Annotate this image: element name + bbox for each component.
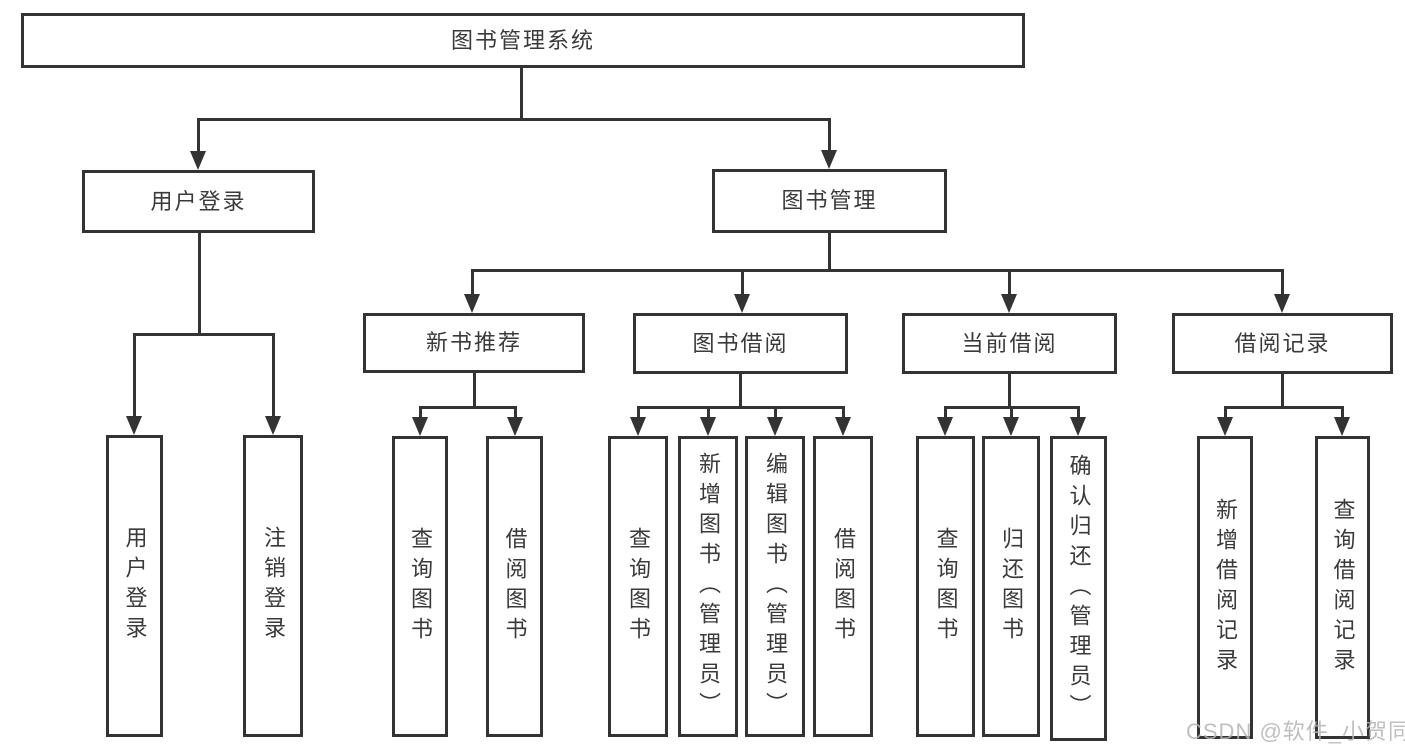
node-label: 确认归还（管理员） <box>1066 453 1092 724</box>
node-label: 当前借阅 <box>961 330 1058 356</box>
connector-arrow-line <box>271 333 275 418</box>
node-label: 新增图书（管理员） <box>696 451 721 722</box>
arrowhead-down-icon <box>1217 417 1233 436</box>
node-label: 新书推荐 <box>425 330 522 355</box>
arrowhead-down-icon <box>767 417 783 436</box>
connector-arrow-line <box>132 333 136 418</box>
connector-arrow-line <box>943 406 947 419</box>
arrowhead-down-icon <box>835 417 851 436</box>
node-label: 用户登录 <box>122 526 148 646</box>
connector-arrow-line <box>706 406 710 419</box>
node-leaf-borrow-books-rec: 借阅图书 <box>486 436 543 737</box>
connector-arrow-line <box>1007 269 1011 296</box>
connector-arrow-line <box>773 406 777 419</box>
connector-stem <box>519 68 523 121</box>
connector-arrow-line <box>513 406 517 419</box>
node-label: 图书管理 <box>781 188 878 213</box>
node-leaf-query-books-rec: 查询图书 <box>392 436 448 737</box>
node-label: 图书借阅 <box>692 330 789 356</box>
connector-arrow-line <box>841 406 845 419</box>
node-label: 归还图书 <box>999 526 1024 647</box>
arrowhead-down-icon <box>1070 417 1086 436</box>
arrowhead-down-icon <box>734 294 750 313</box>
node-leaf-add-books: 新增图书（管理员） <box>678 436 738 737</box>
arrowhead-down-icon <box>507 417 523 436</box>
connector-arrow-line <box>418 406 422 419</box>
connector-rail <box>418 406 517 409</box>
node-label: 查询图书 <box>408 526 433 647</box>
node-label: 借阅图书 <box>831 526 856 647</box>
arrowhead-down-icon <box>190 151 206 170</box>
node-leaf-query-books-borrow: 查询图书 <box>608 436 668 737</box>
node-label: 用户登录 <box>150 188 247 214</box>
node-leaf-query-borrow-record: 查询借阅记录 <box>1315 436 1370 739</box>
connector-arrow-line <box>1340 406 1344 419</box>
connector-arrow-line <box>1223 406 1227 419</box>
connector-arrow-line <box>827 118 831 152</box>
node-label: 查询图书 <box>933 526 959 647</box>
connector-arrow-line <box>1009 406 1013 419</box>
node-label: 查询图书 <box>626 526 651 647</box>
node-leaf-edit-books: 编辑图书（管理员） <box>745 436 805 737</box>
arrowhead-down-icon <box>265 416 281 435</box>
arrowhead-down-icon <box>630 417 646 436</box>
node-label: 新增借阅记录 <box>1213 497 1238 678</box>
node-label: 编辑图书（管理员） <box>763 451 788 722</box>
node-leaf-query-books-cur: 查询图书 <box>916 436 975 737</box>
node-leaf-return-books: 归还图书 <box>982 436 1040 737</box>
node-label: 注销登录 <box>261 526 286 646</box>
csdn-watermark: CSDN @软件_小贺同学 <box>1186 719 1405 744</box>
connector-rail <box>470 269 1284 272</box>
arrowhead-down-icon <box>1274 294 1290 313</box>
connector-stem <box>472 373 476 409</box>
connector-rail <box>636 406 845 409</box>
arrowhead-down-icon <box>1334 417 1350 436</box>
connector-arrow-line <box>636 406 640 419</box>
connector-stem <box>738 374 742 409</box>
connector-stem <box>197 233 201 336</box>
node-new-book-recommend: 新书推荐 <box>363 313 585 373</box>
connector-stem <box>1007 374 1011 409</box>
node-leaf-user-login: 用户登录 <box>106 435 163 737</box>
connector-arrow-line <box>1280 269 1284 296</box>
arrowhead-down-icon <box>464 294 480 313</box>
node-leaf-confirm-return: 确认归还（管理员） <box>1050 436 1107 741</box>
node-root: 图书管理系统 <box>21 13 1025 68</box>
arrowhead-down-icon <box>126 416 142 435</box>
connector-arrow-line <box>196 118 200 153</box>
node-label: 查询借阅记录 <box>1330 497 1356 678</box>
node-book-management: 图书管理 <box>712 169 947 233</box>
node-borrowing-records: 借阅记录 <box>1172 313 1393 374</box>
arrowhead-down-icon <box>821 150 837 169</box>
connector-arrow-line <box>1076 406 1080 419</box>
node-leaf-add-borrow-record: 新增借阅记录 <box>1197 436 1253 739</box>
node-label: 借阅记录 <box>1234 330 1331 356</box>
connector-rail <box>132 333 275 336</box>
node-leaf-borrow-books: 借阅图书 <box>813 436 873 737</box>
connector-rail <box>196 118 831 121</box>
connector-stem <box>827 233 831 272</box>
connector-arrow-line <box>470 269 474 296</box>
arrowhead-down-icon <box>1003 417 1019 436</box>
arrowhead-down-icon <box>937 417 953 436</box>
node-book-borrowing: 图书借阅 <box>633 313 848 374</box>
connector-stem <box>1280 374 1284 409</box>
node-current-borrowing: 当前借阅 <box>902 313 1117 374</box>
node-user-login: 用户登录 <box>82 170 315 233</box>
arrowhead-down-icon <box>1001 294 1017 313</box>
connector-arrow-line <box>740 269 744 296</box>
connector-rail <box>1223 406 1344 409</box>
arrowhead-down-icon <box>700 417 716 436</box>
node-leaf-logout: 注销登录 <box>243 435 303 737</box>
node-label: 借阅图书 <box>502 526 528 647</box>
node-label: 图书管理系统 <box>450 27 595 53</box>
arrowhead-down-icon <box>412 417 428 436</box>
